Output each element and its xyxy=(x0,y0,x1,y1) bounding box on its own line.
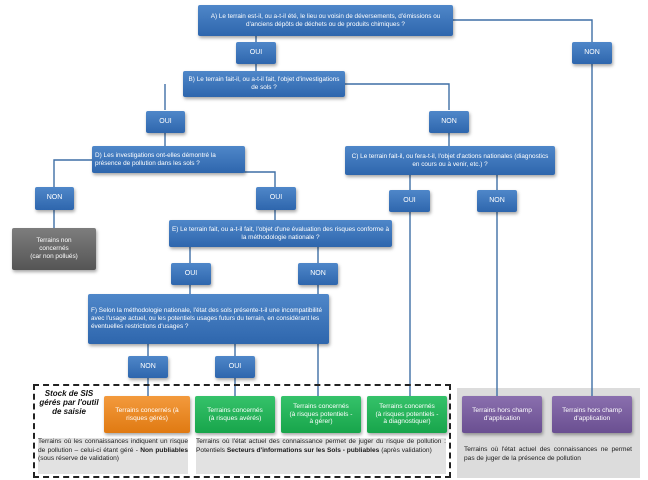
answer-non-a: NON xyxy=(572,42,612,64)
note-publiables: Terrains où l'état actuel des connaissan… xyxy=(196,438,446,474)
question-e: E) Le terrain fait, ou a-t-il fait, l'ob… xyxy=(169,220,392,247)
link-b-non xyxy=(345,83,450,110)
question-d: D) Les investigations ont-elles démontré… xyxy=(92,146,245,173)
answer-non-d: NON xyxy=(35,187,74,210)
answer-non-f: NON xyxy=(128,356,168,378)
outcome-hors-champ-2: Terrains hors champ d'application xyxy=(552,396,632,433)
answer-non-b: NON xyxy=(429,111,469,133)
question-f: F) Selon la méthodologie nationale, l'ét… xyxy=(88,294,329,344)
note-non-publiables: Terrains où les connaissances indiquent … xyxy=(38,438,188,474)
answer-non-e: NON xyxy=(298,263,338,285)
outcome-risques-potentiels-diagnostiquer: Terrains concernés (à risques potentiels… xyxy=(367,396,447,433)
outcome-risques-potentiels-gerer: Terrains concernés (à risques potentiels… xyxy=(281,396,361,433)
link-d-oui xyxy=(230,171,276,187)
outcome-hors-champ-1: Terrains hors champ d'application xyxy=(462,396,542,433)
question-b: B) Le terrain fait-il, ou a-t-il fait, l… xyxy=(183,71,345,97)
sis-stock-zone xyxy=(33,384,451,478)
answer-oui-e: OUI xyxy=(171,263,211,285)
answer-non-c: NON xyxy=(477,190,517,212)
note-middle-bold: Secteurs d'informations sur les Sols - p… xyxy=(226,446,380,454)
note-unknown: Terrains où l'état actuel des connaissan… xyxy=(464,446,632,462)
answer-oui-c: OUI xyxy=(389,190,430,212)
note-middle-main: Terrains où l'état actuel des connaissan… xyxy=(196,438,446,454)
answer-oui-b: OUI xyxy=(146,111,185,133)
answer-oui-f: OUI xyxy=(215,356,255,378)
link-d-non xyxy=(53,159,92,187)
note-left-main: Terrains où les connaissances indiquent … xyxy=(38,438,188,454)
outcome-risques-averes: Terrains concernés (à risques avérés) xyxy=(195,396,275,433)
note-left-tail: (sous réserve de validation) xyxy=(38,455,119,463)
note-left-bold: Non publiables xyxy=(140,446,188,454)
stock-label: Stock de SIS gérés par l'outil de saisie xyxy=(39,389,99,417)
answer-oui-d: OUI xyxy=(256,187,296,210)
question-c: C) Le terrain fait-il, ou fera-t-il, l'o… xyxy=(345,146,555,175)
outcome-risques-geres: Terrains concernés (à risques gérés) xyxy=(104,396,190,433)
question-a: A) Le terrain est-il, ou a-t-il été, le … xyxy=(198,5,453,36)
answer-oui-a: OUI xyxy=(236,42,276,64)
note-middle-tail: (après validation) xyxy=(381,446,432,454)
outcome-non-concernes: Terrains non concernés (car non pollués) xyxy=(12,228,96,270)
link-a-non xyxy=(453,19,593,42)
